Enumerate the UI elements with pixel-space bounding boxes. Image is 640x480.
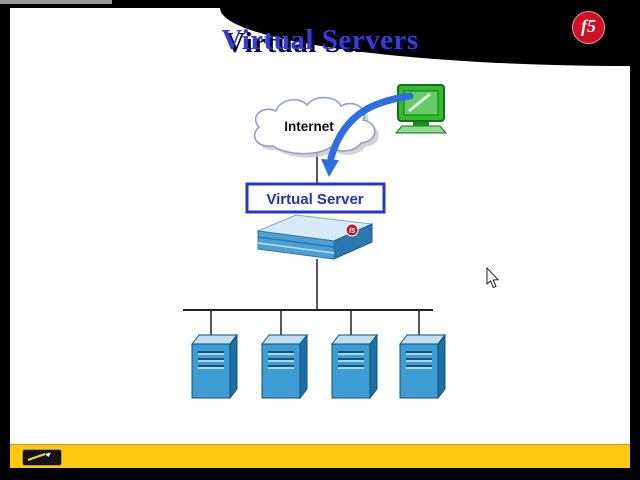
virtual-server-label: Virtual Server <box>266 191 363 208</box>
video-artifact-strip <box>0 0 112 4</box>
server-tower-1 <box>191 334 238 399</box>
appliance-stripe <box>257 242 335 254</box>
server-tower-4 <box>399 334 446 399</box>
server-tower-2 <box>261 334 308 399</box>
server-tower-3 <box>331 334 378 399</box>
slide-title: Virtual Servers <box>221 24 419 56</box>
internet-cloud-icon: Internet <box>253 96 379 158</box>
f5-logo-text: f5 <box>581 16 596 36</box>
computer-stand <box>413 119 429 126</box>
arrow-head <box>321 159 339 177</box>
pen-glyph <box>27 452 51 461</box>
pen-tool-icon[interactable] <box>22 449 62 466</box>
slide-footer-bar <box>10 444 630 468</box>
load-balancer-appliance: f5 <box>256 214 374 260</box>
mouse-cursor-arrow <box>486 266 500 289</box>
screen-glare <box>408 92 431 113</box>
traffic-arrow <box>321 92 414 177</box>
slide-canvas <box>10 8 630 468</box>
network-bus <box>183 309 433 339</box>
computer-keyboard <box>394 125 448 134</box>
appliance-f5-text: f5 <box>349 228 355 235</box>
virtual-server-box: Virtual Server <box>245 182 386 214</box>
cloud-shape <box>253 96 376 155</box>
appliance-f5-badge <box>345 223 359 237</box>
appliance-stripe <box>257 236 335 248</box>
f5-logo-icon: f5 <box>572 11 605 44</box>
desktop-computer-icon <box>394 84 448 134</box>
internet-label: Internet <box>284 119 334 134</box>
